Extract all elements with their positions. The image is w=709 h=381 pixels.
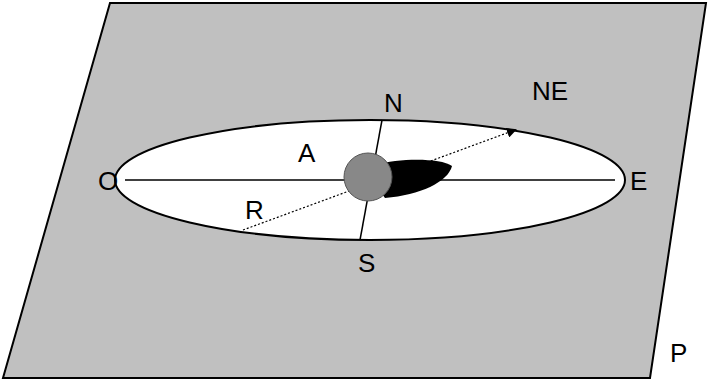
direction-label: NE	[532, 78, 568, 104]
horizon-ellipse	[115, 120, 625, 240]
object-sphere	[344, 153, 392, 201]
plane-p	[3, 3, 706, 378]
direction-label: N	[384, 90, 403, 116]
direction-label: S	[358, 250, 375, 276]
direction-label: A	[298, 140, 315, 166]
direction-label: O	[98, 168, 118, 194]
shadow-direction-line	[243, 130, 515, 230]
direction-label: E	[630, 168, 647, 194]
direction-label: P	[670, 340, 687, 366]
direction-label: R	[245, 197, 264, 223]
